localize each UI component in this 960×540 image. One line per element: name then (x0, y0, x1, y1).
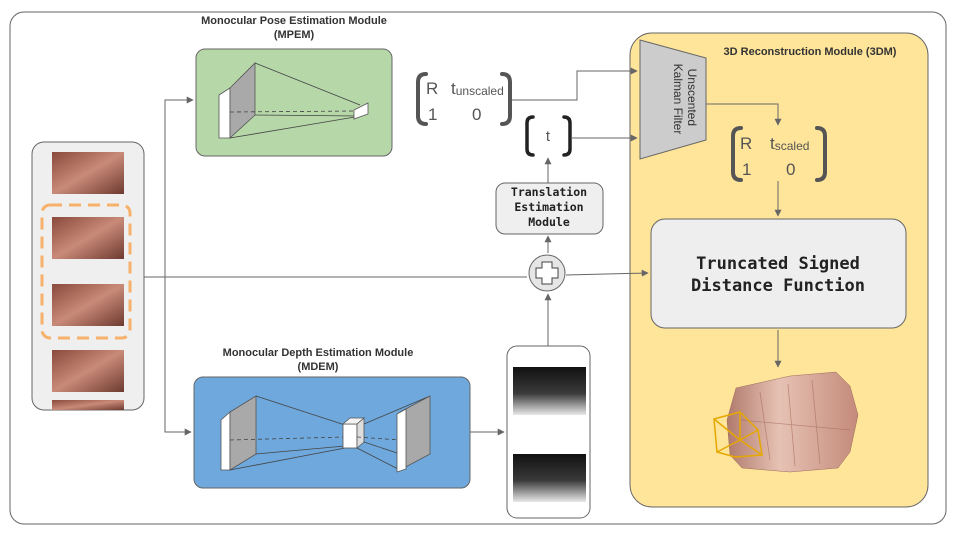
frame-image (52, 350, 124, 392)
mpem-title: Monocular Pose Estimation Module (201, 15, 387, 27)
svg-text:Estimation: Estimation (514, 200, 583, 214)
mdem-subtitle: (MDEM) (298, 361, 339, 373)
svg-text:0: 0 (472, 105, 481, 124)
reconstruction-output (713, 371, 859, 473)
frame-image (52, 152, 124, 194)
plus-icon (528, 254, 566, 292)
svg-text:1: 1 (428, 105, 437, 124)
svg-text:tscaled: tscaled (770, 134, 809, 153)
frame-image (52, 400, 124, 410)
svg-text:R: R (740, 134, 752, 153)
mdem-title: Monocular Depth Estimation Module (223, 347, 414, 359)
svg-text:Truncated Signed: Truncated Signed (696, 254, 860, 274)
svg-text:tunscaled: tunscaled (451, 79, 504, 98)
svg-text:t: t (546, 128, 551, 145)
frame-pair-selection (40, 203, 132, 340)
mpem-subtitle: (MPEM) (274, 29, 315, 41)
svg-text:Distance Function: Distance Function (691, 276, 865, 296)
svg-text:Unscented Kalman Filter: Unscented Kalman Filter (671, 64, 699, 135)
svg-text:1: 1 (742, 160, 751, 179)
svg-text:Module: Module (528, 215, 570, 229)
translation-estimation-module: Translation Estimation Module (495, 182, 604, 235)
reconstruction-module-title: 3D Reconstruction Module (3DM) (724, 46, 897, 58)
svg-text:Translation: Translation (511, 185, 587, 199)
camera-frustum-icon (713, 411, 763, 458)
depth-estimation-module: Monocular Depth Estimation Module (MDEM) (193, 347, 471, 489)
frame-image (52, 284, 124, 326)
frame-image (52, 217, 124, 259)
svg-text:R: R (426, 79, 438, 98)
tsdf-box: Truncated Signed Distance Function (650, 218, 907, 329)
depth-map-image (513, 367, 586, 415)
depth-map-image (513, 454, 586, 502)
kalman-filter: Unscented Kalman Filter (639, 39, 707, 160)
pose-matrix-scaled: R tscaled 1 0 (731, 126, 827, 182)
pose-estimation-module: Monocular Pose Estimation Module (MPEM) (195, 15, 393, 157)
depth-maps (506, 345, 591, 519)
connectors (144, 67, 782, 436)
translation-vector: t (525, 115, 572, 157)
pose-matrix-unscaled: R tunscaled 1 0 (416, 72, 512, 126)
svg-text:0: 0 (786, 160, 795, 179)
input-frames (31, 141, 145, 411)
